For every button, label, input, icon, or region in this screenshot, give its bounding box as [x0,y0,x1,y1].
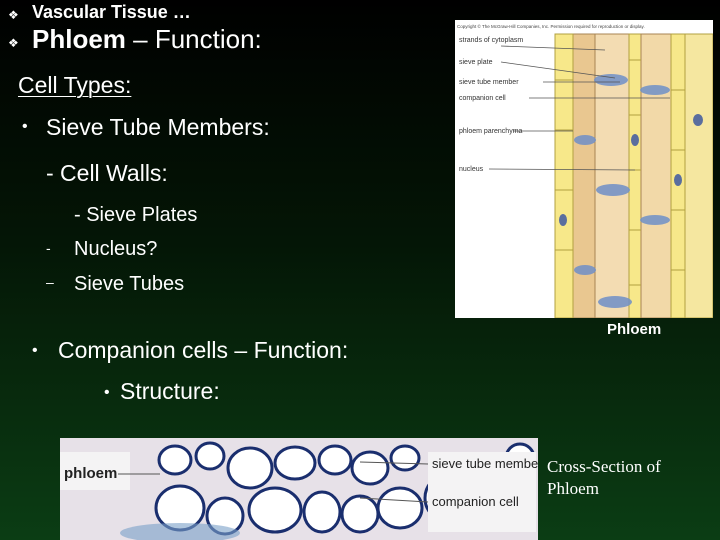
phloem-diagram: Copyright © The McGraw-Hill Companies, I… [455,20,713,318]
phloem-diagram-svg: Copyright © The McGraw-Hill Companies, I… [457,23,713,318]
label-nucleus: nucleus [459,166,484,173]
photo-label-phloem: phloem [64,465,117,482]
bullet-dot: • [22,118,28,135]
photo-caption: Cross-Section of Phloem [547,457,661,498]
title-rest: – Function: [125,24,262,54]
photo-label-sieve-tube: sieve tube member [432,456,538,471]
cross-section-svg: phloem sieve tube member companion cell [60,438,538,540]
nucleus-item: Nucleus? [74,238,158,260]
nuclei [559,114,703,226]
cell-types-colon: : [124,72,132,98]
cell-columns [554,33,713,318]
bullet-dot: • [32,342,38,359]
dash-marker: - [46,240,51,256]
title-bold: Phloem [32,24,126,54]
structure: Structure: [120,378,220,404]
cross-section-photo: phloem sieve tube member companion cell [60,438,538,540]
diagram-caption: Phloem [607,321,662,338]
label-companion-cell: companion cell [459,95,506,102]
label-strands: strands of cytoplasm [459,37,523,44]
photo-label-companion: companion cell [432,494,519,509]
bullet-icon: ❖ [8,8,19,22]
page-title: Phloem – Function: [32,24,262,55]
companion-cells: Companion cells – Function: [58,337,349,363]
sieve-tubes-item: Sieve Tubes [74,273,185,295]
dash-marker: – [46,274,54,290]
section-title: Vascular Tissue … [32,2,191,22]
cell-walls: - Cell Walls: [46,160,168,186]
label-sieve-tube-member: sieve tube member [459,79,519,86]
bullet-icon: ❖ [8,36,19,50]
cell-types-text: Cell Types [18,72,125,98]
cell-types-heading: Cell Types: [18,72,131,99]
sieve-tube-members: Sieve Tube Members: [46,114,270,140]
bullet-dot: • [104,384,110,401]
label-phloem-parenchyma: phloem parenchyma [459,128,523,135]
sieve-plates: - Sieve Plates [74,204,198,226]
sieve-plates-marks [574,74,670,308]
diagram-credit: Copyright © The McGraw-Hill Companies, I… [457,23,645,29]
label-sieve-plate: sieve plate [459,59,493,66]
